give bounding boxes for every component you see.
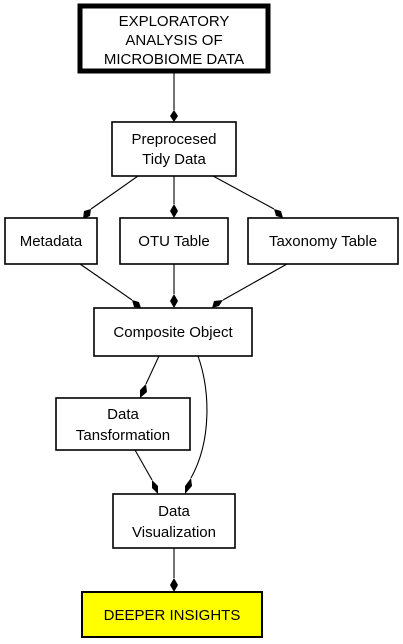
node-taxonomy-table: Taxonomy Table (247, 217, 399, 265)
edge-metadata-composite (79, 263, 133, 301)
visualization-line-1: Data (158, 503, 190, 520)
arrowhead-composite-middle (170, 294, 178, 308)
metadata-label: Metadata (20, 233, 83, 250)
arrowhead-visualization-left (152, 480, 158, 494)
taxonomy-table-label: Taxonomy Table (269, 233, 377, 250)
edge-preprocessed-taxonomy (212, 175, 275, 210)
otu-table-label: OTU Table (138, 233, 209, 250)
node-composite: Composite Object (93, 307, 253, 357)
preprocessed-line-1: Preprocesed (131, 131, 216, 148)
node-insights: DEEPER INSIGHTS (81, 591, 263, 638)
edge-transformation-visualization (134, 449, 153, 481)
edge-taxonomy-composite (222, 263, 288, 301)
insights-label: DEEPER INSIGHTS (104, 607, 241, 624)
transformation-line-2: Tansformation (76, 427, 170, 444)
node-visualization: Data Visualization (112, 493, 236, 549)
transformation-line-1: Data (107, 406, 139, 423)
arrowhead-otu-top (170, 204, 178, 218)
arrowhead-metadata-top (83, 209, 91, 219)
node-preprocessed: Preprocesed Tidy Data (111, 121, 237, 177)
title-line-2: ANALYSIS OF (125, 32, 222, 49)
edge-preprocessed-metadata (90, 175, 139, 210)
title-line-1: EXPLORATORY (119, 13, 230, 30)
arrowhead-insights (170, 578, 178, 592)
arrowhead-preprocessed (170, 110, 178, 122)
edges (79, 71, 288, 592)
visualization-line-2: Visualization (132, 524, 216, 541)
node-transformation: Data Tansformation (55, 397, 191, 451)
edge-composite-transformation (145, 355, 160, 385)
node-otu-table: OTU Table (119, 217, 229, 265)
arrowhead-composite-left (132, 300, 141, 308)
title-line-3: MICROBIOME DATA (104, 51, 244, 68)
node-metadata: Metadata (4, 217, 98, 265)
arrowhead-taxonomy-top (274, 209, 283, 218)
arrowhead-composite-right (212, 300, 223, 308)
edge-composite-visualization (190, 355, 208, 479)
node-title: EXPLORATORY ANALYSIS OF MICROBIOME DATA (77, 3, 271, 74)
arrowhead-transformation-top (140, 384, 147, 398)
preprocessed-line-2: Tidy Data (142, 151, 206, 168)
arrowhead-visualization-right (185, 478, 192, 494)
composite-label: Composite Object (113, 324, 233, 341)
